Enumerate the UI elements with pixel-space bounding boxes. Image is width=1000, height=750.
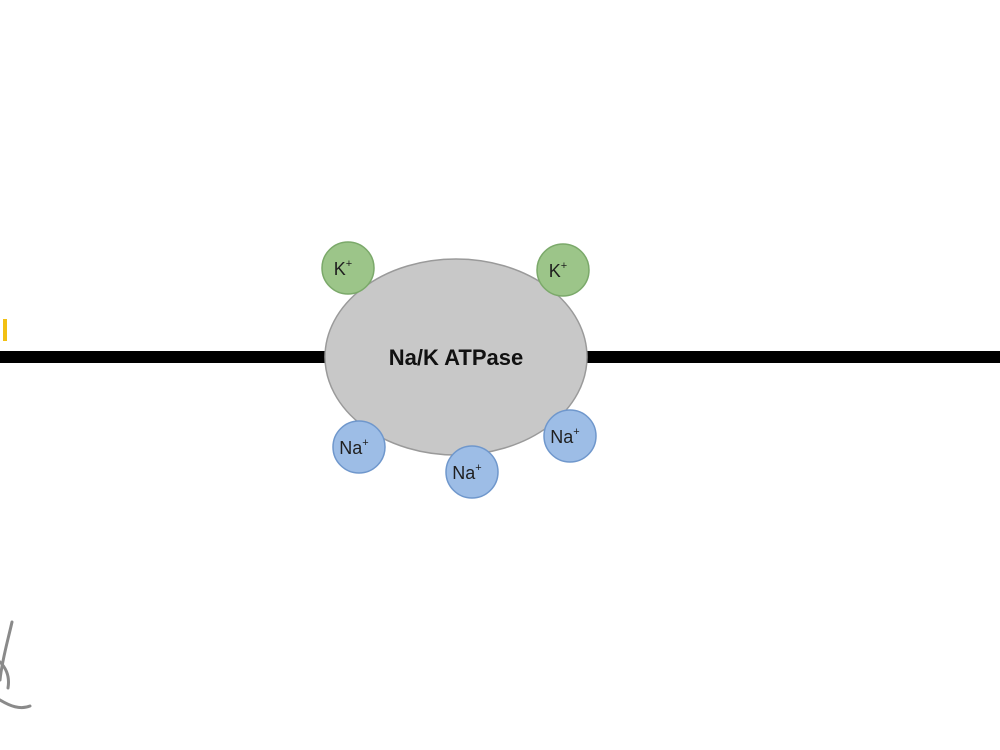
sodium-ion-left: Na+ bbox=[332, 420, 386, 474]
svg-text:K+: K+ bbox=[334, 258, 352, 279]
membrane-line-right bbox=[580, 351, 1000, 363]
svg-text:Na+: Na+ bbox=[339, 437, 368, 458]
sodium-ion-right: Na+ bbox=[543, 409, 597, 463]
sodium-ion-center: Na+ bbox=[445, 445, 499, 499]
svg-text:Na+: Na+ bbox=[550, 426, 579, 447]
watermark-logo bbox=[0, 620, 32, 710]
potassium-ion-right: K+ bbox=[536, 243, 590, 297]
ion-charge: + bbox=[561, 260, 567, 272]
ion-charge: + bbox=[346, 258, 352, 270]
ion-symbol: Na bbox=[339, 438, 363, 458]
ion-charge: + bbox=[362, 437, 368, 449]
ion-charge: + bbox=[475, 462, 481, 474]
membrane-line-left bbox=[0, 351, 332, 363]
svg-text:K+: K+ bbox=[549, 260, 567, 281]
svg-text:Na+: Na+ bbox=[452, 462, 481, 483]
ion-symbol: Na bbox=[452, 463, 476, 483]
potassium-ion-left: K+ bbox=[321, 241, 375, 295]
ion-charge: + bbox=[573, 426, 579, 438]
ion-symbol: K bbox=[334, 259, 346, 279]
yellow-edge-mark bbox=[3, 319, 7, 341]
pump-label: Na/K ATPase bbox=[389, 345, 524, 370]
ion-symbol: Na bbox=[550, 427, 574, 447]
ion-symbol: K bbox=[549, 261, 561, 281]
